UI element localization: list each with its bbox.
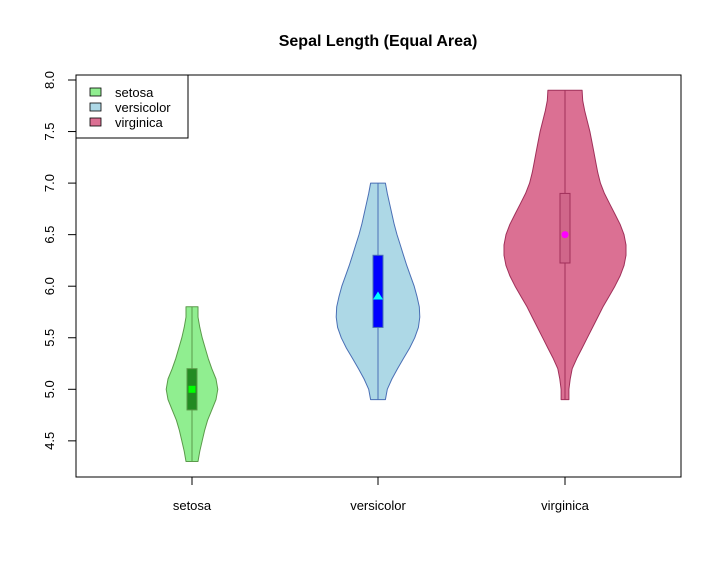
- median-marker: [561, 231, 569, 239]
- chart-title: Sepal Length (Equal Area): [279, 33, 478, 50]
- legend-label: setosa: [115, 85, 154, 100]
- x-axis: setosa versicolor virginica: [173, 477, 590, 513]
- y-tick-label: 8.0: [42, 71, 57, 89]
- violin-versicolor: [335, 182, 421, 401]
- median-marker: [188, 385, 196, 393]
- y-tick-label: 5.0: [42, 380, 57, 398]
- median-marker: [373, 291, 383, 300]
- x-tick-label: virginica: [541, 498, 589, 513]
- legend-swatch: [89, 102, 102, 112]
- violin-virginica: [503, 89, 627, 401]
- x-tick-label: versicolor: [350, 498, 406, 513]
- y-tick-label: 6.5: [42, 226, 57, 244]
- legend-swatch: [89, 87, 102, 97]
- x-tick-label: setosa: [173, 498, 212, 513]
- legend-swatch: [89, 117, 102, 127]
- iqr-box: [372, 254, 384, 328]
- y-axis: 4.5 5.0 5.5 6.0 6.5 7.0 7.5 8.0: [42, 71, 77, 450]
- y-tick-label: 6.0: [42, 277, 57, 295]
- legend-label: virginica: [115, 115, 163, 130]
- iqr-box: [559, 192, 571, 264]
- violin-setosa: [165, 306, 219, 462]
- legend-label: versicolor: [115, 100, 171, 115]
- violins-layer: [165, 89, 627, 462]
- y-tick-label: 7.5: [42, 123, 57, 141]
- y-tick-label: 7.0: [42, 174, 57, 192]
- y-tick-label: 5.5: [42, 329, 57, 347]
- y-tick-label: 4.5: [42, 432, 57, 450]
